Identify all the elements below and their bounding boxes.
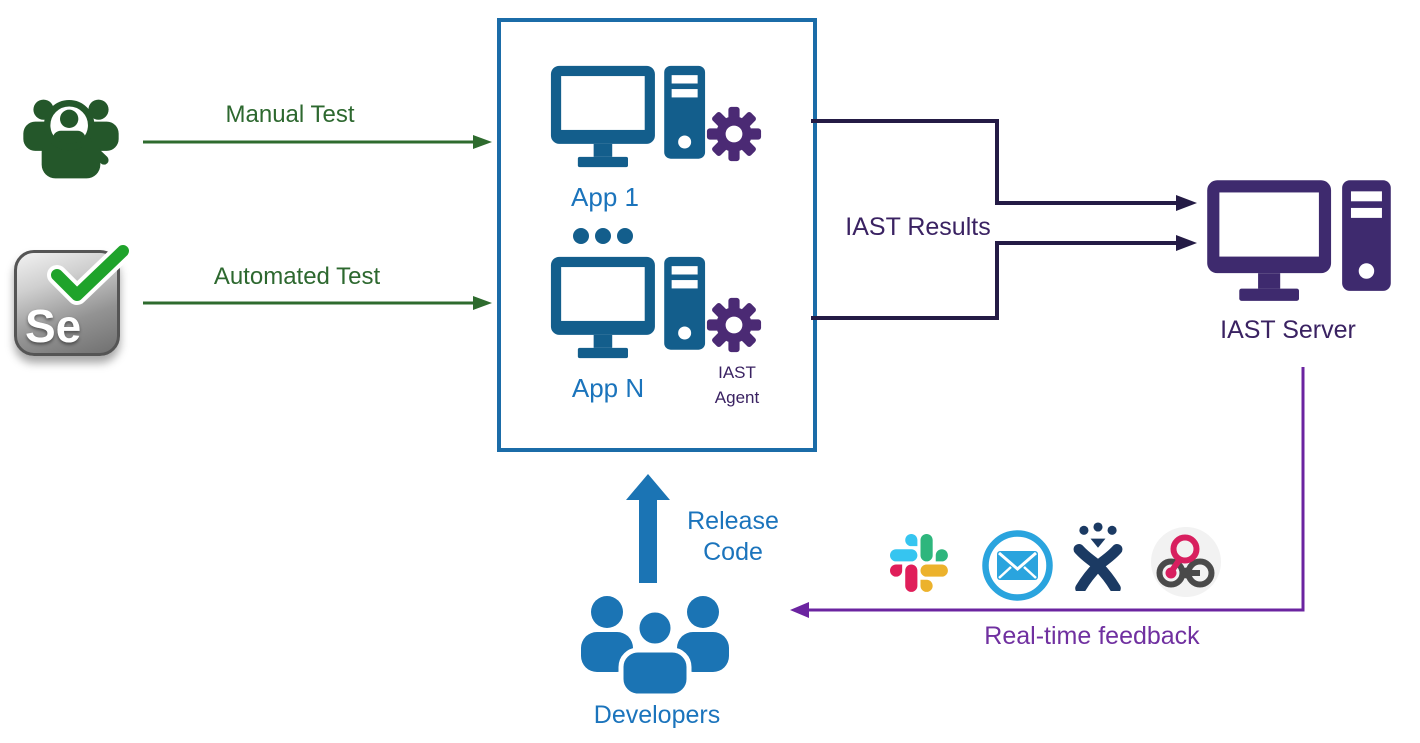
developers-group-icon bbox=[581, 596, 729, 696]
email-icon bbox=[982, 530, 1053, 601]
iast-agent-label: IAST Agent bbox=[714, 363, 760, 407]
gear-icon bbox=[706, 297, 762, 353]
ellipsis-dots-icon bbox=[573, 228, 633, 244]
app-1-label: App 1 bbox=[571, 182, 639, 212]
desktop-computer-icon bbox=[550, 65, 706, 168]
manual-test-label: Manual Test bbox=[225, 101, 355, 128]
slack-icon bbox=[890, 534, 948, 592]
selenium-logo-text: Se bbox=[25, 300, 82, 352]
developers-label: Developers bbox=[593, 701, 721, 729]
app-n-label: App N bbox=[571, 373, 645, 403]
iast-server-label: IAST Server bbox=[1220, 316, 1356, 344]
people-with-magnifier-icon bbox=[23, 99, 119, 179]
checkmark-icon bbox=[47, 243, 133, 305]
manual-test-arrow bbox=[143, 135, 492, 149]
release-code-arrow bbox=[626, 474, 670, 583]
selenium-logo-icon: Se bbox=[14, 243, 133, 356]
realtime-feedback-label: Real-time feedback bbox=[984, 622, 1200, 650]
iast-results-arrow-bottom bbox=[811, 235, 1197, 320]
automated-test-label: Automated Test bbox=[213, 263, 381, 290]
gear-icon bbox=[706, 106, 762, 162]
iast-results-arrow-top bbox=[811, 119, 1197, 211]
applications-box bbox=[497, 18, 817, 452]
release-code-label: Release Code bbox=[687, 507, 779, 567]
webhook-icon bbox=[1151, 527, 1221, 597]
iast-results-label: IAST Results bbox=[845, 213, 991, 241]
server-computer-icon bbox=[1207, 180, 1391, 301]
jira-icon bbox=[1073, 522, 1123, 591]
automated-test-arrow bbox=[143, 296, 492, 310]
desktop-computer-icon bbox=[550, 256, 706, 359]
